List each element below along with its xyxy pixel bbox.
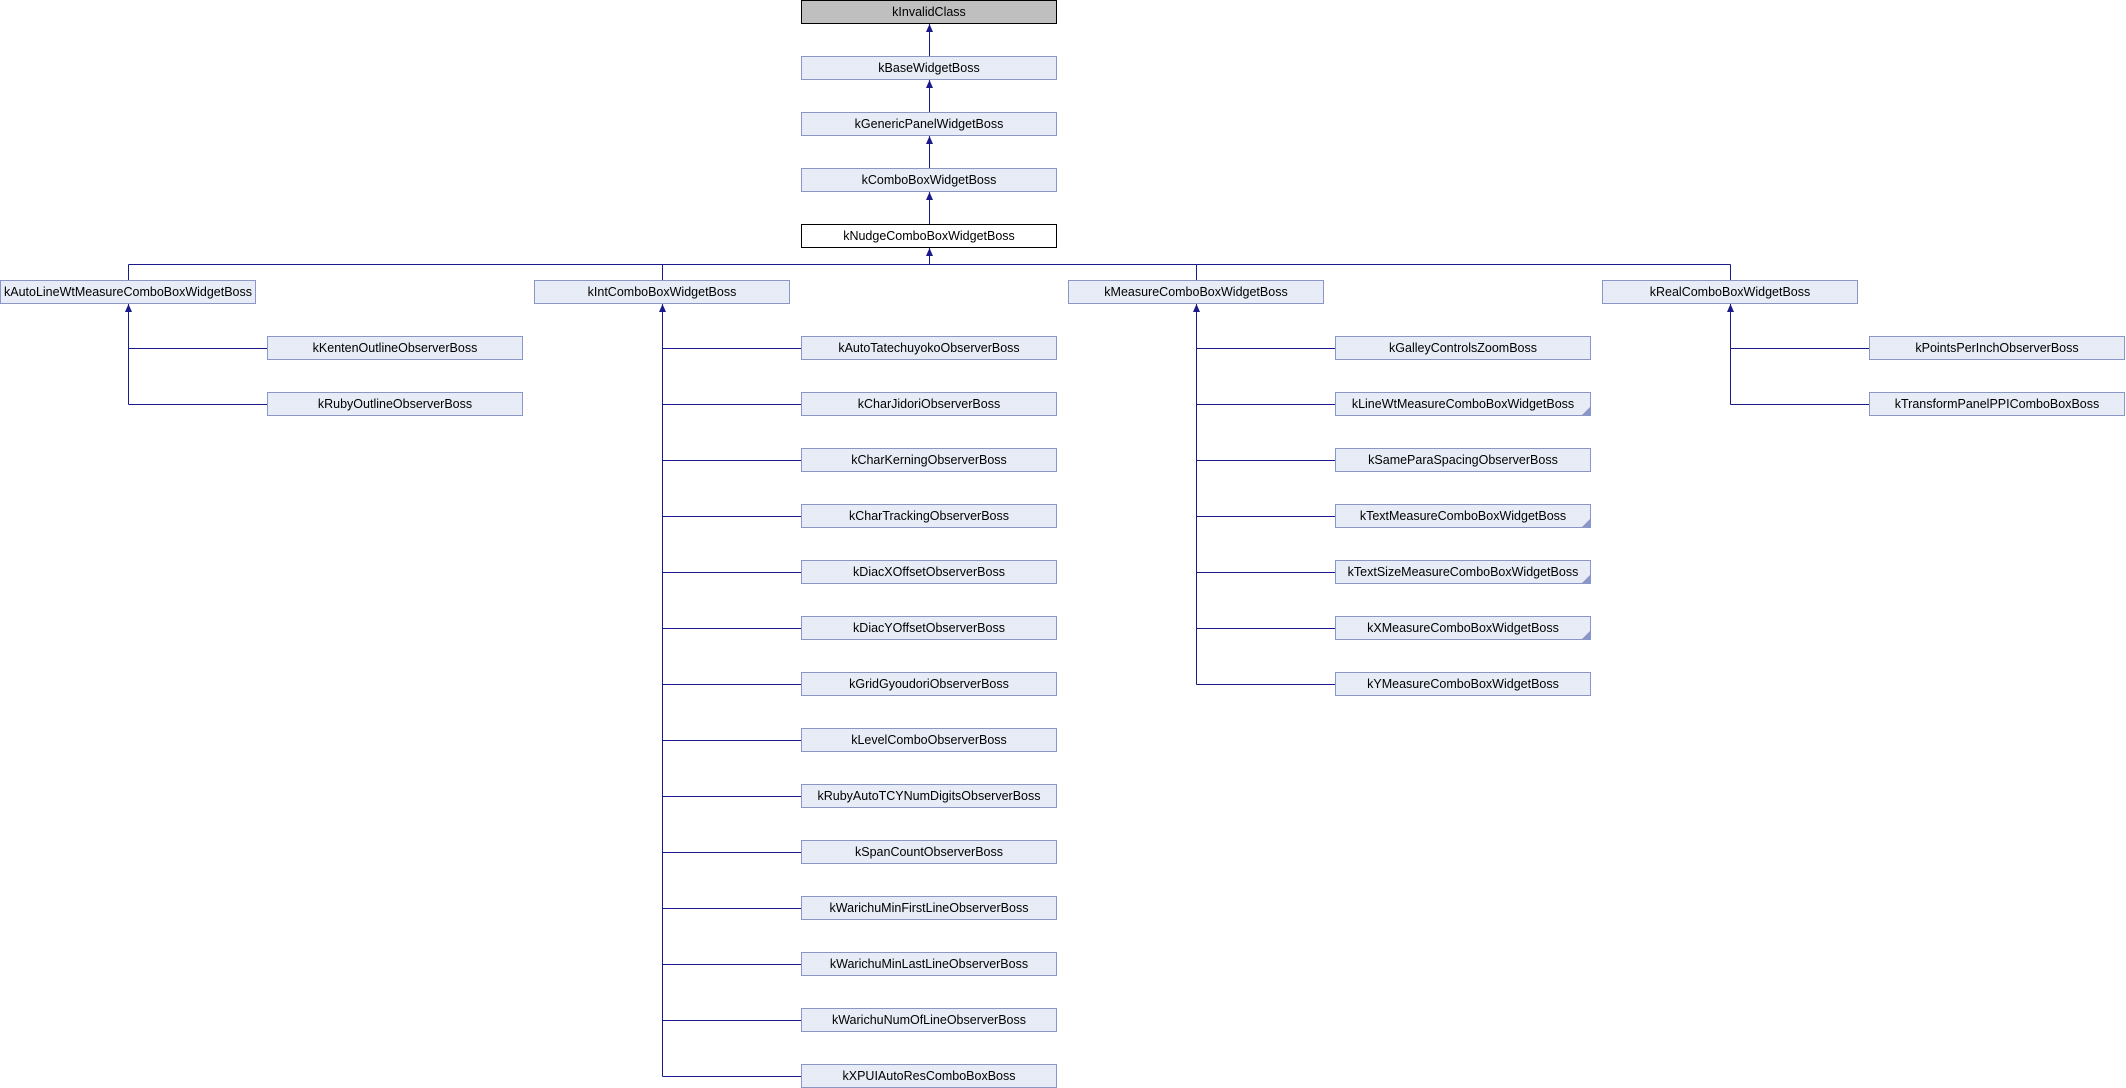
class-node-kpointsperinchobserverboss[interactable]: kPointsPerInchObserverBoss (1869, 336, 2125, 360)
class-node-kbasewidgetboss[interactable]: kBaseWidgetBoss (801, 56, 1057, 80)
class-node-kcharkerningobserverboss[interactable]: kCharKerningObserverBoss (801, 448, 1057, 472)
arrowhead-icon (926, 80, 933, 88)
class-node-kautotatechuyokoobserverboss[interactable]: kAutoTatechuyokoObserverBoss (801, 336, 1057, 360)
class-node-ksameparaspacingobserverboss[interactable]: kSameParaSpacingObserverBoss (1335, 448, 1591, 472)
class-node-kchartrackingobserverboss[interactable]: kCharTrackingObserverBoss (801, 504, 1057, 528)
class-node-kmeasurecomboboxwidgetboss[interactable]: kMeasureComboBoxWidgetBoss (1068, 280, 1324, 304)
class-node-kwarichuminfirstlineobserverboss[interactable]: kWarichuMinFirstLineObserverBoss (801, 896, 1057, 920)
class-node-kwarichunumoflineobserverboss[interactable]: kWarichuNumOfLineObserverBoss (801, 1008, 1057, 1032)
class-node-kxmeasurecomboboxwidgetboss[interactable]: kXMeasureComboBoxWidgetBoss (1335, 616, 1591, 640)
class-node-kdiacyoffsetobserverboss[interactable]: kDiacYOffsetObserverBoss (801, 616, 1057, 640)
class-node-klinewtmeasurecomboboxwidgetboss[interactable]: kLineWtMeasureComboBoxWidgetBoss (1335, 392, 1591, 416)
class-node-kgalleycontrolszoomboss[interactable]: kGalleyControlsZoomBoss (1335, 336, 1591, 360)
class-node-kgenericpanelwidgetboss[interactable]: kGenericPanelWidgetBoss (801, 112, 1057, 136)
class-node-kcharjidoriobserverboss[interactable]: kCharJidoriObserverBoss (801, 392, 1057, 416)
class-node-kspancountobserverboss[interactable]: kSpanCountObserverBoss (801, 840, 1057, 864)
class-node-kintcomboboxwidgetboss[interactable]: kIntComboBoxWidgetBoss (534, 280, 790, 304)
arrowhead-icon (125, 304, 132, 312)
class-node-kcomboboxwidgetboss[interactable]: kComboBoxWidgetBoss (801, 168, 1057, 192)
class-node-kkentenoutlineobserverboss[interactable]: kKentenOutlineObserverBoss (267, 336, 523, 360)
arrowhead-icon (926, 136, 933, 144)
class-node-kgridgyoudoriobserverboss[interactable]: kGridGyoudoriObserverBoss (801, 672, 1057, 696)
class-node-kymeasurecomboboxwidgetboss[interactable]: kYMeasureComboBoxWidgetBoss (1335, 672, 1591, 696)
class-node-ktextmeasurecomboboxwidgetboss[interactable]: kTextMeasureComboBoxWidgetBoss (1335, 504, 1591, 528)
arrowhead-icon (1193, 304, 1200, 312)
class-node-krubyoutlineobserverboss[interactable]: kRubyOutlineObserverBoss (267, 392, 523, 416)
class-node-kxpuiautorescomboboxboss[interactable]: kXPUIAutoResComboBoxBoss (801, 1064, 1057, 1088)
arrowhead-icon (926, 192, 933, 200)
class-node-krubyautotcynumdigitsobserverboss[interactable]: kRubyAutoTCYNumDigitsObserverBoss (801, 784, 1057, 808)
class-node-knudgecomboboxwidgetboss[interactable]: kNudgeComboBoxWidgetBoss (801, 224, 1057, 248)
class-node-ktransformpanelppicomboboxboss[interactable]: kTransformPanelPPIComboBoxBoss (1869, 392, 2125, 416)
class-node-klevelcomboobserverboss[interactable]: kLevelComboObserverBoss (801, 728, 1057, 752)
class-node-ktextsizemeasurecomboboxwidgetboss[interactable]: kTextSizeMeasureComboBoxWidgetBoss (1335, 560, 1591, 584)
class-node-krealcomboboxwidgetboss[interactable]: kRealComboBoxWidgetBoss (1602, 280, 1858, 304)
class-node-kinvalidclass[interactable]: kInvalidClass (801, 0, 1057, 24)
class-node-kautolinewtmeasurecomboboxwidgetboss[interactable]: kAutoLineWtMeasureComboBoxWidgetBoss (0, 280, 256, 304)
arrowhead-icon (926, 24, 933, 32)
arrowhead-icon (1727, 304, 1734, 312)
class-node-kwarichuminlastlineobserverboss[interactable]: kWarichuMinLastLineObserverBoss (801, 952, 1057, 976)
arrowhead-icon (659, 304, 666, 312)
class-node-kdiacxoffsetobserverboss[interactable]: kDiacXOffsetObserverBoss (801, 560, 1057, 584)
arrowhead-icon (926, 248, 933, 256)
